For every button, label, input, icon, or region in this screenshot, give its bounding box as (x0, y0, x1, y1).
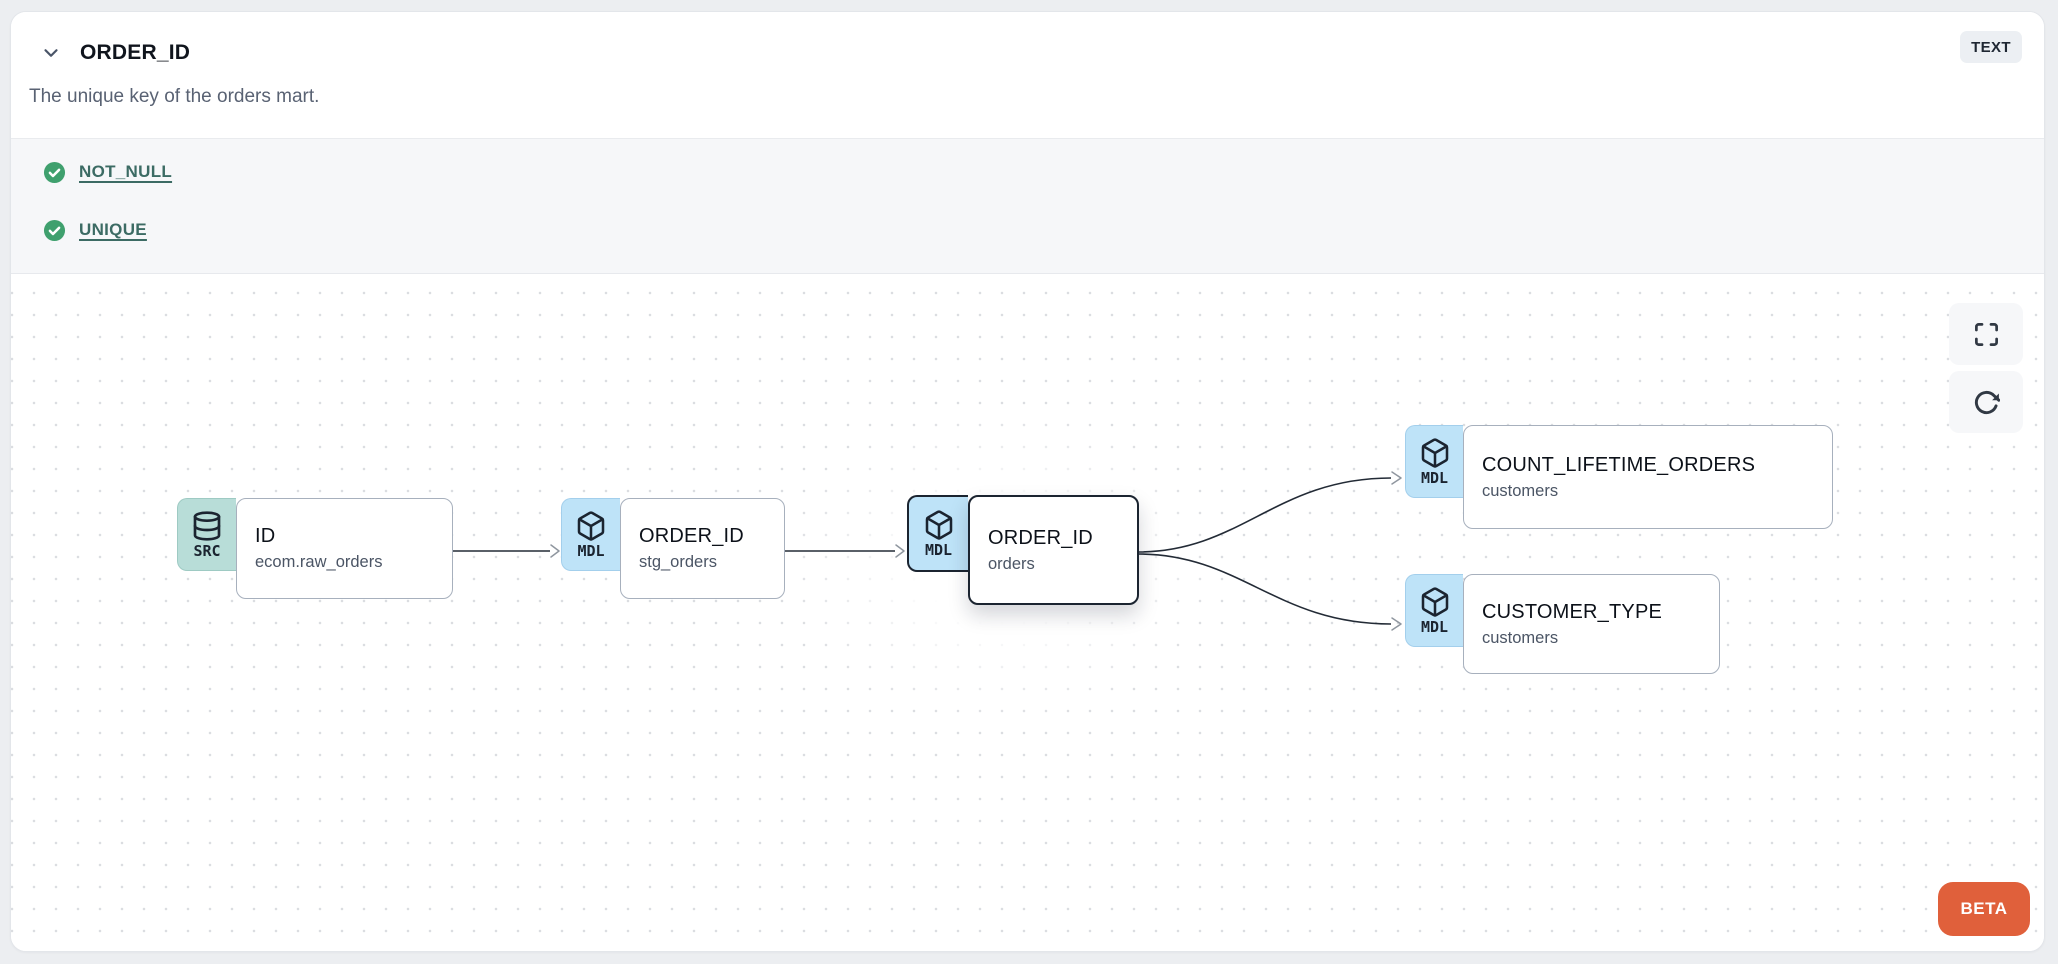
node-card: CUSTOMER_TYPE customers (1463, 574, 1720, 674)
fullscreen-button[interactable] (1949, 303, 2023, 365)
node-type-badge: MDL (1405, 425, 1463, 498)
check-circle-icon (43, 161, 66, 184)
header: ORDER_ID TEXT The unique key of the orde… (11, 12, 2044, 138)
node-badge-label: MDL (577, 541, 605, 560)
node-type-badge: MDL (907, 495, 968, 572)
node-type-badge: MDL (561, 498, 620, 571)
node-type-badge: MDL (1405, 574, 1463, 647)
chevron-down-icon (40, 42, 62, 64)
node-title: ORDER_ID (639, 525, 744, 547)
node-title: CUSTOMER_TYPE (1482, 600, 1663, 623)
tests-section: NOT_NULL UNIQUE (11, 138, 2044, 274)
node-badge-label: MDL (924, 540, 953, 559)
node-card: ID ecom.raw_orders (236, 498, 453, 599)
check-circle-icon (43, 219, 66, 242)
node-title: ID (255, 525, 276, 547)
beta-badge-button[interactable]: BETA (1938, 882, 2030, 936)
column-details-card: ORDER_ID TEXT The unique key of the orde… (10, 11, 2045, 952)
title-row: ORDER_ID (29, 36, 2022, 70)
node-card: ORDER_ID stg_orders (620, 498, 785, 599)
node-subtitle: stg_orders (639, 553, 717, 571)
node-subtitle: customers (1482, 481, 1559, 500)
node-title: COUNT_LIFETIME_ORDERS (1482, 453, 1756, 476)
database-icon (191, 510, 223, 542)
lineage-node-count-lifetime-orders[interactable]: MDL COUNT_LIFETIME_ORDERS customers (1405, 425, 1833, 529)
node-card: ORDER_ID orders (968, 495, 1139, 605)
node-subtitle: ecom.raw_orders (255, 553, 383, 571)
lineage-node-src-id[interactable]: SRC ID ecom.raw_orders (177, 498, 453, 599)
rotate-cw-icon (1973, 389, 2000, 416)
node-subtitle: orders (988, 554, 1035, 573)
test-row: NOT_NULL (43, 160, 2020, 184)
node-badge-label: MDL (1420, 617, 1449, 636)
collapse-chevron-button[interactable] (38, 40, 64, 66)
maximize-icon (1973, 321, 2000, 348)
lineage-node-stg-orders[interactable]: MDL ORDER_ID stg_orders (561, 498, 785, 599)
node-subtitle: customers (1482, 628, 1559, 647)
cube-icon (923, 509, 955, 541)
node-card: COUNT_LIFETIME_ORDERS customers (1463, 425, 1833, 529)
lineage-canvas[interactable]: SRC ID ecom.raw_orders MDL ORDER_ID stg_… (11, 274, 2044, 951)
node-badge-label: MDL (1420, 468, 1449, 487)
cube-icon (1419, 437, 1451, 469)
column-type-badge: TEXT (1960, 31, 2022, 63)
lineage-node-customer-type[interactable]: MDL CUSTOMER_TYPE customers (1405, 574, 1720, 674)
cube-icon (1419, 586, 1451, 618)
cube-icon (575, 510, 607, 542)
test-link-not-null[interactable]: NOT_NULL (79, 162, 173, 181)
column-description: The unique key of the orders mart. (29, 86, 320, 107)
test-link-unique[interactable]: UNIQUE (79, 220, 147, 239)
lineage-edges (453, 471, 1402, 631)
lineage-node-orders-selected[interactable]: MDL ORDER_ID orders (907, 495, 1139, 605)
test-row: UNIQUE (43, 218, 2020, 242)
node-badge-label: SRC (193, 541, 221, 560)
node-type-badge: SRC (177, 498, 236, 571)
refresh-layout-button[interactable] (1949, 371, 2023, 433)
node-title: ORDER_ID (988, 526, 1093, 549)
column-title: ORDER_ID (80, 41, 191, 64)
